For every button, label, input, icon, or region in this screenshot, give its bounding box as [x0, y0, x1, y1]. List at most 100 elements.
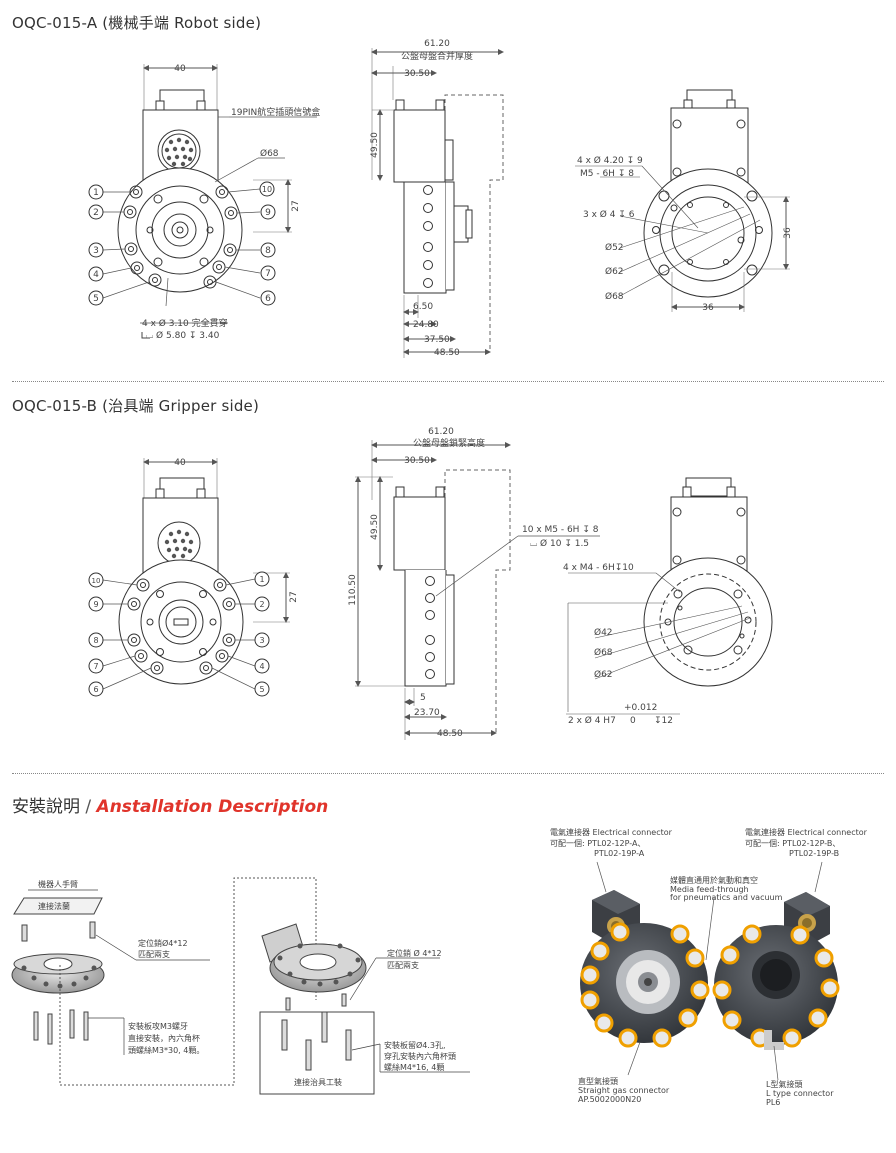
a-back-note-2: M5 - 6H ↧ 8	[580, 169, 634, 179]
b-port-9: 9	[93, 600, 98, 609]
b-side-dim-3: 48.50	[437, 729, 463, 739]
install-robot-arm: 機器人手臂	[38, 879, 78, 889]
photo-elec-left-1: 電氣連接器 Electrical connector	[550, 827, 673, 837]
b-port-1: 1	[259, 575, 264, 584]
b-back-dia-2: Ø68	[594, 647, 613, 658]
b-front-view	[88, 458, 290, 697]
install-left-diagram	[11, 877, 317, 1086]
a-port-5: 5	[93, 294, 99, 304]
b-port-4: 4	[259, 662, 264, 671]
b-side-note-2: ⌴ Ø 10 ↧ 1.5	[530, 538, 589, 549]
a-hole-note-2: ⌴ Ø 5.80 ↧ 3.40	[146, 330, 220, 341]
photo-media-3: for pneumatics and vacuum	[670, 893, 783, 902]
b-port-3: 3	[259, 636, 264, 645]
a-front-view	[88, 64, 317, 339]
a-side-view	[371, 48, 504, 358]
install-left-pin-1: 定位銷Ø4*12	[138, 938, 188, 948]
photo-straight-3: AP.5002000N20	[578, 1095, 641, 1104]
a-port-8: 8	[265, 246, 271, 256]
a-port-1: 1	[93, 188, 99, 198]
a-back-dim-right: 36	[783, 227, 793, 239]
b-side-dim-2: 23.70	[414, 708, 440, 718]
a-front-dia: Ø68	[260, 148, 279, 159]
install-mid-pin-1: 定位銷 Ø 4*12	[387, 948, 442, 958]
a-side-half: 30.50	[404, 69, 430, 79]
a-back-dia-3: Ø68	[605, 291, 624, 302]
a-port-2: 2	[93, 208, 99, 218]
b-back-dia-1: Ø42	[594, 627, 613, 638]
photo-ltype-1: L型氣接頭	[766, 1079, 802, 1089]
a-side-dim-3: 37.50	[424, 335, 450, 345]
photo-elec-left-3: PTL02-19P-A	[594, 849, 645, 858]
section-b-title: OQC-015-B (治具端 Gripper side)	[12, 397, 260, 415]
a-hole-note-1: 4 x Ø 3.10 完全貫穿	[142, 317, 228, 329]
section-a-title: OQC-015-A (機械手端 Robot side)	[12, 14, 262, 32]
install-heading: 安裝說明 / Anstallation Description	[12, 792, 328, 817]
photo-media-2: Media feed-through	[670, 885, 749, 894]
a-side-labels: 61.20 公盤母盤合并厚度 30.50 49.50 6.50 24.80 37…	[370, 39, 473, 358]
b-front-dim-27: 27	[289, 591, 299, 602]
photo-elec-right-3: PTL02-19P-B	[789, 849, 839, 858]
b-back-tol-note: 2 x Ø 4 H7	[568, 715, 616, 726]
install-title-en: Anstallation Description	[96, 797, 329, 817]
b-back-view	[566, 477, 773, 715]
b-port-2: 2	[259, 600, 264, 609]
b-side-height-2: 110.50	[348, 574, 358, 606]
b-side-dim-1: 5	[420, 693, 426, 703]
b-side-caption: 公盤母盤鎖緊高度	[413, 437, 485, 449]
install-title-slash: /	[80, 797, 97, 817]
a-back-note-1: 4 x Ø 4.20 ↧ 9	[577, 155, 643, 166]
gripper-module-left	[580, 922, 710, 1048]
a-front-width: 40	[174, 64, 186, 74]
b-front-labels: 40 27 10 9 8 7 6 1 2 3 4 5	[92, 458, 299, 694]
separator-1	[12, 381, 884, 382]
install-mid-screw-2: 穿孔安裝內六角杯頭	[384, 1051, 456, 1061]
a-side-height: 49.50	[370, 132, 380, 158]
install-mid-screw-3: 螺絲M4*16, 4顆	[384, 1062, 444, 1072]
install-left-screw-1: 安裝板攻M3螺牙	[128, 1021, 188, 1031]
a-back-labels: 4 x Ø 4.20 ↧ 9 M5 - 6H ↧ 8 3 x Ø 4 ↧ 6 Ø…	[577, 155, 793, 313]
a-back-dim-bottom: 36	[702, 303, 714, 313]
install-left-labels: 機器人手臂 連接法蘭 定位銷Ø4*12 匹配兩支 安裝板攻M3螺牙 直接安裝，內…	[38, 879, 204, 1055]
a-side-dim-2: 24.80	[413, 320, 439, 330]
photo-elec-left-2: 可配一個: PTL02-12P-A、	[550, 838, 645, 848]
a-port-10: 10	[262, 185, 272, 194]
a-front-connector-label: 19PIN航空插頭信號盒	[231, 106, 320, 118]
b-side-half: 30.50	[404, 456, 430, 466]
a-front-labels: 40 19PIN航空插頭信號盒 Ø68 27 1 2 3 4 5 6 7 8 9…	[93, 64, 320, 341]
a-back-view	[575, 89, 790, 312]
photo-straight-1: 直型氣接頭	[578, 1076, 618, 1086]
photo-ltype-3: PL6	[766, 1098, 780, 1107]
b-back-tol-depth: ↧12	[654, 716, 673, 726]
install-middle-diagram	[259, 923, 470, 1095]
b-side-total: 61.20	[428, 427, 454, 437]
photo-ltype-2: L type connector	[766, 1089, 834, 1098]
a-side-total: 61.20	[424, 39, 450, 49]
install-mid-pin-2: 匹配兩支	[387, 960, 419, 970]
a-side-dim-1: 6.50	[413, 302, 433, 312]
b-port-6: 6	[93, 685, 98, 694]
install-left-screw-2: 直接安裝，內六角杯	[128, 1033, 200, 1043]
install-flange: 連接法蘭	[38, 901, 70, 911]
install-middle-labels: 定位銷 Ø 4*12 匹配兩支 連接治具工裝 安裝板留Ø4.3孔, 穿孔安裝內六…	[294, 948, 456, 1087]
a-front-dim-27: 27	[291, 200, 301, 211]
b-side-height-1: 49.50	[370, 514, 380, 540]
install-left-screw-3: 頭螺絲M3*30, 4顆。	[128, 1045, 204, 1055]
photo-elec-right-1: 電氣連接器 Electrical connector	[745, 827, 868, 837]
b-port-8: 8	[93, 636, 98, 645]
install-mid-screw-1: 安裝板留Ø4.3孔,	[384, 1040, 446, 1050]
a-back-dia-2: Ø62	[605, 266, 624, 277]
b-back-labels: 4 x M4 - 6H↧10 Ø42 Ø68 Ø62 +0.012 2 x Ø …	[563, 563, 673, 726]
a-port-6: 6	[265, 294, 271, 304]
install-tool-label: 連接治具工裝	[294, 1077, 342, 1087]
b-back-note-1: 4 x M4 - 6H↧10	[563, 563, 634, 573]
a-port-7: 7	[265, 269, 271, 279]
b-side-labels: 61.20 公盤母盤鎖緊高度 30.50 49.50 110.50 10 x M…	[348, 427, 599, 739]
gripper-module-right	[712, 924, 840, 1050]
b-back-tol-lower: 0	[630, 716, 636, 726]
a-port-9: 9	[265, 208, 271, 218]
b-side-view	[355, 440, 600, 740]
b-port-7: 7	[93, 662, 98, 671]
photo-elec-right-2: 可配一個: PTL02-12P-B、	[745, 838, 840, 848]
